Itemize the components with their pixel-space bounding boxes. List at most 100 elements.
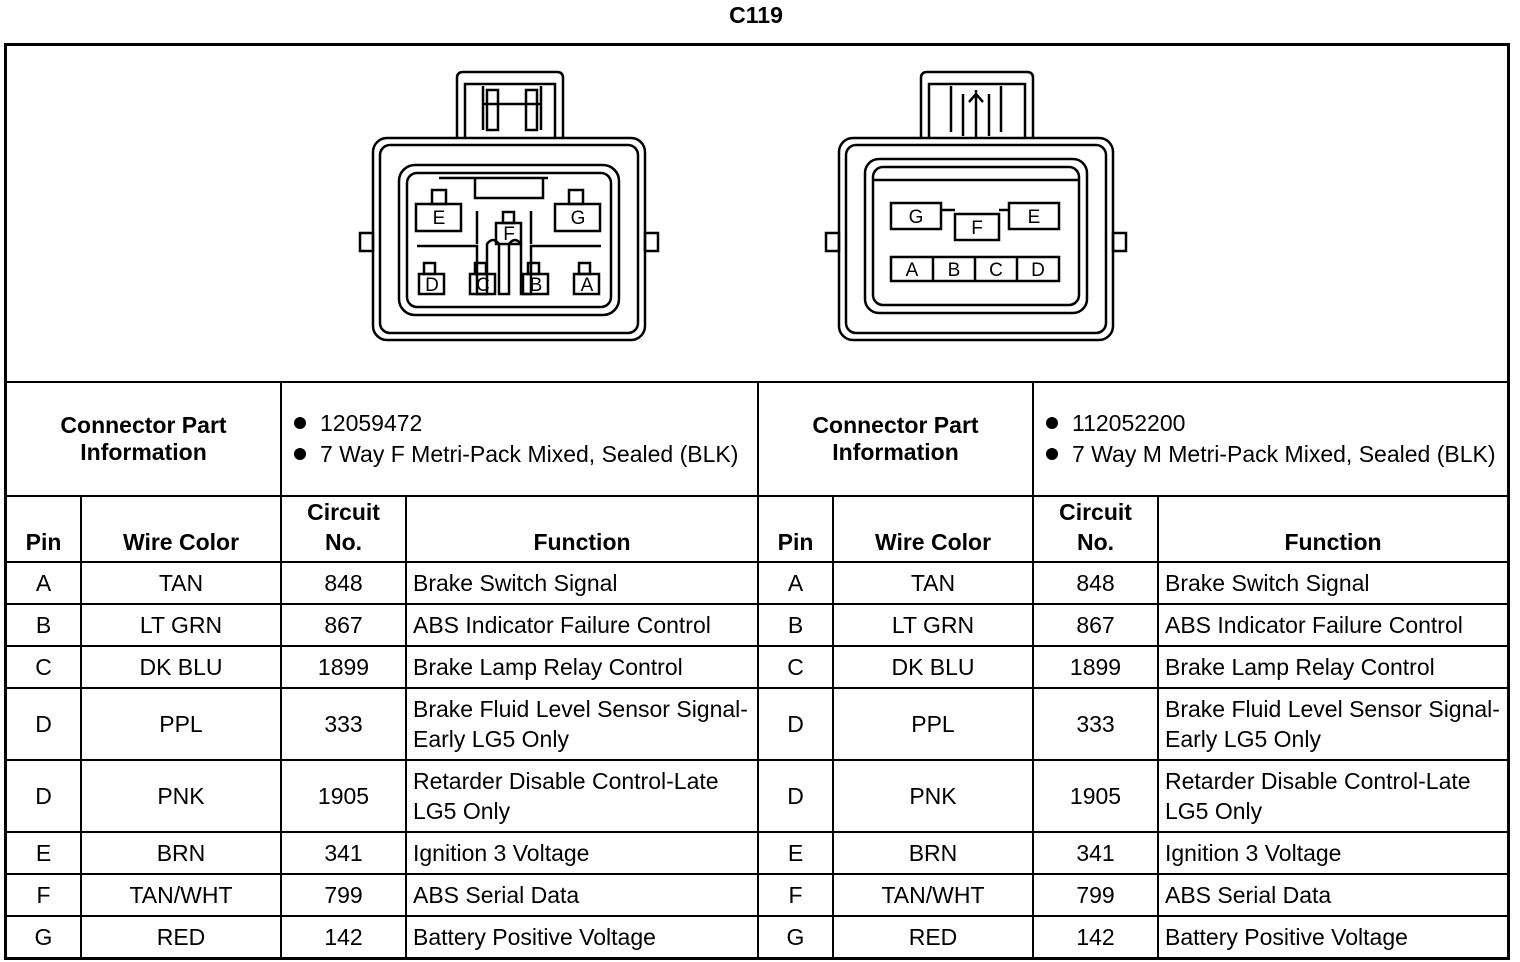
connector-right-section: Connector Part Information 112052200 7 W… — [757, 383, 1507, 957]
cell-pin: D — [7, 759, 82, 833]
cell-pin: G — [759, 915, 834, 957]
cell-circuit-no: 867 — [1032, 603, 1159, 647]
cell-circuit-no: 799 — [280, 873, 407, 917]
pin-E — [1007, 201, 1061, 231]
cell-wire-color: DK BLU — [832, 645, 1034, 689]
cavity-label: A — [581, 275, 594, 296]
connector-part-info-list: 112052200 7 Way M Metri-Pack Mixed, Seal… — [1032, 383, 1507, 497]
header-pin: Pin — [759, 497, 834, 563]
cell-function: Brake Lamp Relay Control — [1157, 645, 1507, 689]
cell-wire-color: PPL — [832, 687, 1034, 761]
male-connector-drawing — [824, 70, 1128, 342]
header-wire-color: Wire Color — [832, 497, 1034, 563]
cell-function: Brake Fluid Level Sensor Signal-Early LG… — [1157, 687, 1507, 761]
cell-circuit-no: 1905 — [1032, 759, 1159, 833]
cell-function: Brake Lamp Relay Control — [405, 645, 757, 689]
pin-label: G — [909, 207, 924, 228]
cell-pin: F — [7, 873, 82, 917]
cell-circuit-no: 1899 — [1032, 645, 1159, 689]
header-wire-color: Wire Color — [80, 497, 282, 563]
cell-wire-color: LT GRN — [80, 603, 282, 647]
cell-function: ABS Indicator Failure Control — [1157, 603, 1507, 647]
cavity-label: D — [425, 275, 439, 296]
cell-pin: E — [759, 831, 834, 875]
connector-description: 7 Way F Metri-Pack Mixed, Sealed (BLK) — [292, 439, 747, 470]
cell-circuit-no: 1905 — [280, 759, 407, 833]
cell-pin: F — [759, 873, 834, 917]
cell-wire-color: PNK — [80, 759, 282, 833]
cell-pin: D — [7, 687, 82, 761]
cell-pin: A — [7, 561, 82, 605]
connector-part-info-list: 12059472 7 Way F Metri-Pack Mixed, Seale… — [280, 383, 757, 497]
cell-function: Retarder Disable Control-Late LG5 Only — [405, 759, 757, 833]
cell-pin: B — [759, 603, 834, 647]
pin-F — [953, 212, 1001, 242]
part-number: 112052200 — [1044, 408, 1497, 439]
cavity-label: B — [530, 275, 543, 296]
cell-wire-color: RED — [80, 915, 282, 957]
cell-pin: B — [7, 603, 82, 647]
cell-circuit-no: 341 — [1032, 831, 1159, 875]
cell-pin: G — [7, 915, 82, 957]
cavity-label: E — [433, 208, 446, 229]
cavity-label: G — [571, 208, 586, 229]
cell-function: ABS Indicator Failure Control — [405, 603, 757, 647]
connector-frame: E F G D C B A — [4, 43, 1510, 960]
connector-drawings: E F G D C B A — [358, 70, 1128, 342]
cell-wire-color: BRN — [832, 831, 1034, 875]
pin-label: A — [906, 260, 919, 281]
cell-function: Brake Switch Signal — [405, 561, 757, 605]
pin-table-header: Pin Wire Color Circuit No. Function — [7, 497, 757, 563]
connector-part-info-row: Connector Part Information 112052200 7 W… — [759, 383, 1507, 497]
header-circuit-no: Circuit No. — [1032, 497, 1159, 563]
cell-pin: E — [7, 831, 82, 875]
cell-circuit-no: 867 — [280, 603, 407, 647]
cell-circuit-no: 333 — [280, 687, 407, 761]
cavity-label: C — [476, 275, 490, 296]
cell-wire-color: TAN/WHT — [80, 873, 282, 917]
cell-function: Battery Positive Voltage — [1157, 915, 1507, 957]
pin-label: C — [989, 260, 1003, 281]
cell-circuit-no: 848 — [280, 561, 407, 605]
cell-circuit-no: 142 — [280, 915, 407, 957]
cavity-label: F — [503, 224, 515, 245]
connector-figure: E F G D C B A — [7, 46, 1507, 383]
cell-function: Ignition 3 Voltage — [1157, 831, 1507, 875]
cell-wire-color: PPL — [80, 687, 282, 761]
cell-pin: A — [759, 561, 834, 605]
cell-circuit-no: 799 — [1032, 873, 1159, 917]
pin-table-header: Pin Wire Color Circuit No. Function — [759, 497, 1507, 563]
cell-function: Ignition 3 Voltage — [405, 831, 757, 875]
cell-circuit-no: 848 — [1032, 561, 1159, 605]
pin-label: B — [948, 260, 961, 281]
cell-circuit-no: 1899 — [280, 645, 407, 689]
cell-wire-color: TAN — [80, 561, 282, 605]
cell-pin: C — [759, 645, 834, 689]
cell-pin: C — [7, 645, 82, 689]
female-connector-drawing — [358, 70, 660, 342]
connector-part-info-label: Connector Part Information — [759, 383, 1034, 497]
header-pin: Pin — [7, 497, 82, 563]
pin-label: F — [971, 218, 983, 239]
part-number: 12059472 — [292, 408, 747, 439]
cell-wire-color: BRN — [80, 831, 282, 875]
cell-wire-color: TAN/WHT — [832, 873, 1034, 917]
cell-pin: D — [759, 759, 834, 833]
cell-function: Brake Switch Signal — [1157, 561, 1507, 605]
connector-left-section: Connector Part Information 12059472 7 Wa… — [7, 383, 757, 957]
connector-part-info-table: Connector Part Information 112052200 7 W… — [759, 383, 1507, 497]
